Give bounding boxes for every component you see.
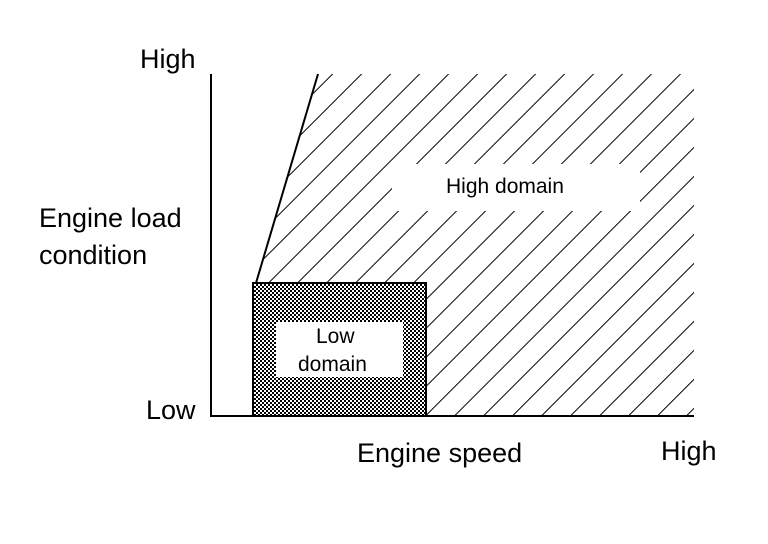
y-axis-low-label: Low: [146, 395, 196, 425]
low-domain-label-line1: Low: [316, 325, 355, 348]
high-domain-left-boundary: [255, 73, 319, 284]
y-axis-high-label: High: [140, 44, 196, 74]
low-domain-label-line2: domain: [298, 353, 367, 376]
x-axis-label: Engine speed: [357, 438, 523, 468]
y-axis-label-line2: condition: [39, 240, 148, 270]
high-domain-label: High domain: [446, 175, 564, 198]
x-axis-high-label: High: [661, 436, 717, 466]
high-domain-label-box: [392, 164, 640, 211]
low-domain-label-box: [276, 322, 403, 377]
low-domain-region: [252, 282, 427, 417]
y-axis-label-line1: Engine load: [39, 203, 182, 233]
